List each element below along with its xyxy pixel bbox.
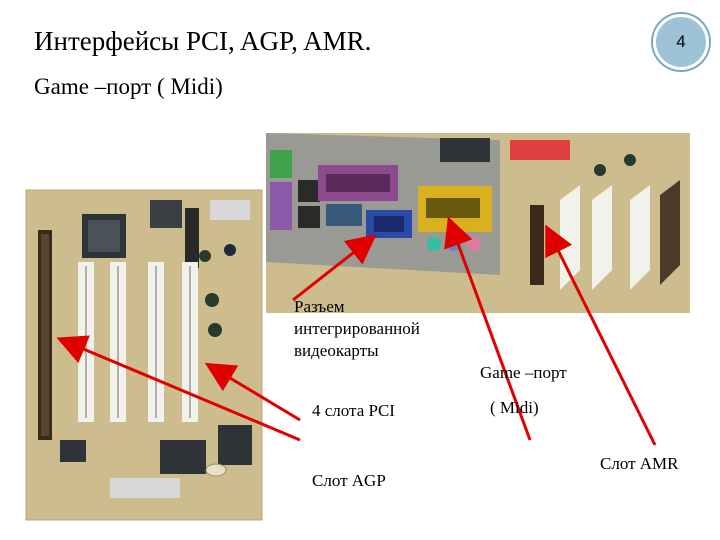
label-pci: 4 слота PCI <box>312 401 395 420</box>
label-video: Разъем интегрированной видеокарты <box>294 297 420 360</box>
label-agp: Слот AGP <box>312 471 386 490</box>
arrow-video <box>292 234 377 302</box>
callout-arrows <box>56 216 657 446</box>
slide-title: Интерфейсы PCI, AGP, AMR. <box>34 26 372 56</box>
slide-subtitle: Game –порт ( Midi) <box>34 74 223 99</box>
label-game-port: Game –порт <box>480 363 567 382</box>
motherboard-photo-right <box>266 133 690 313</box>
arrow-agp <box>56 335 301 442</box>
arrow-game-port <box>444 216 532 441</box>
board-left-bg <box>26 190 262 520</box>
amr-slot <box>530 205 544 285</box>
motherboard-photo-left <box>25 189 263 521</box>
arrow-amr <box>545 224 657 446</box>
page-number-badge: 4 <box>653 14 709 70</box>
label-amr: Слот AMR <box>600 454 679 473</box>
arrow-pci <box>204 362 301 422</box>
label-midi: ( Midi) <box>490 398 539 417</box>
